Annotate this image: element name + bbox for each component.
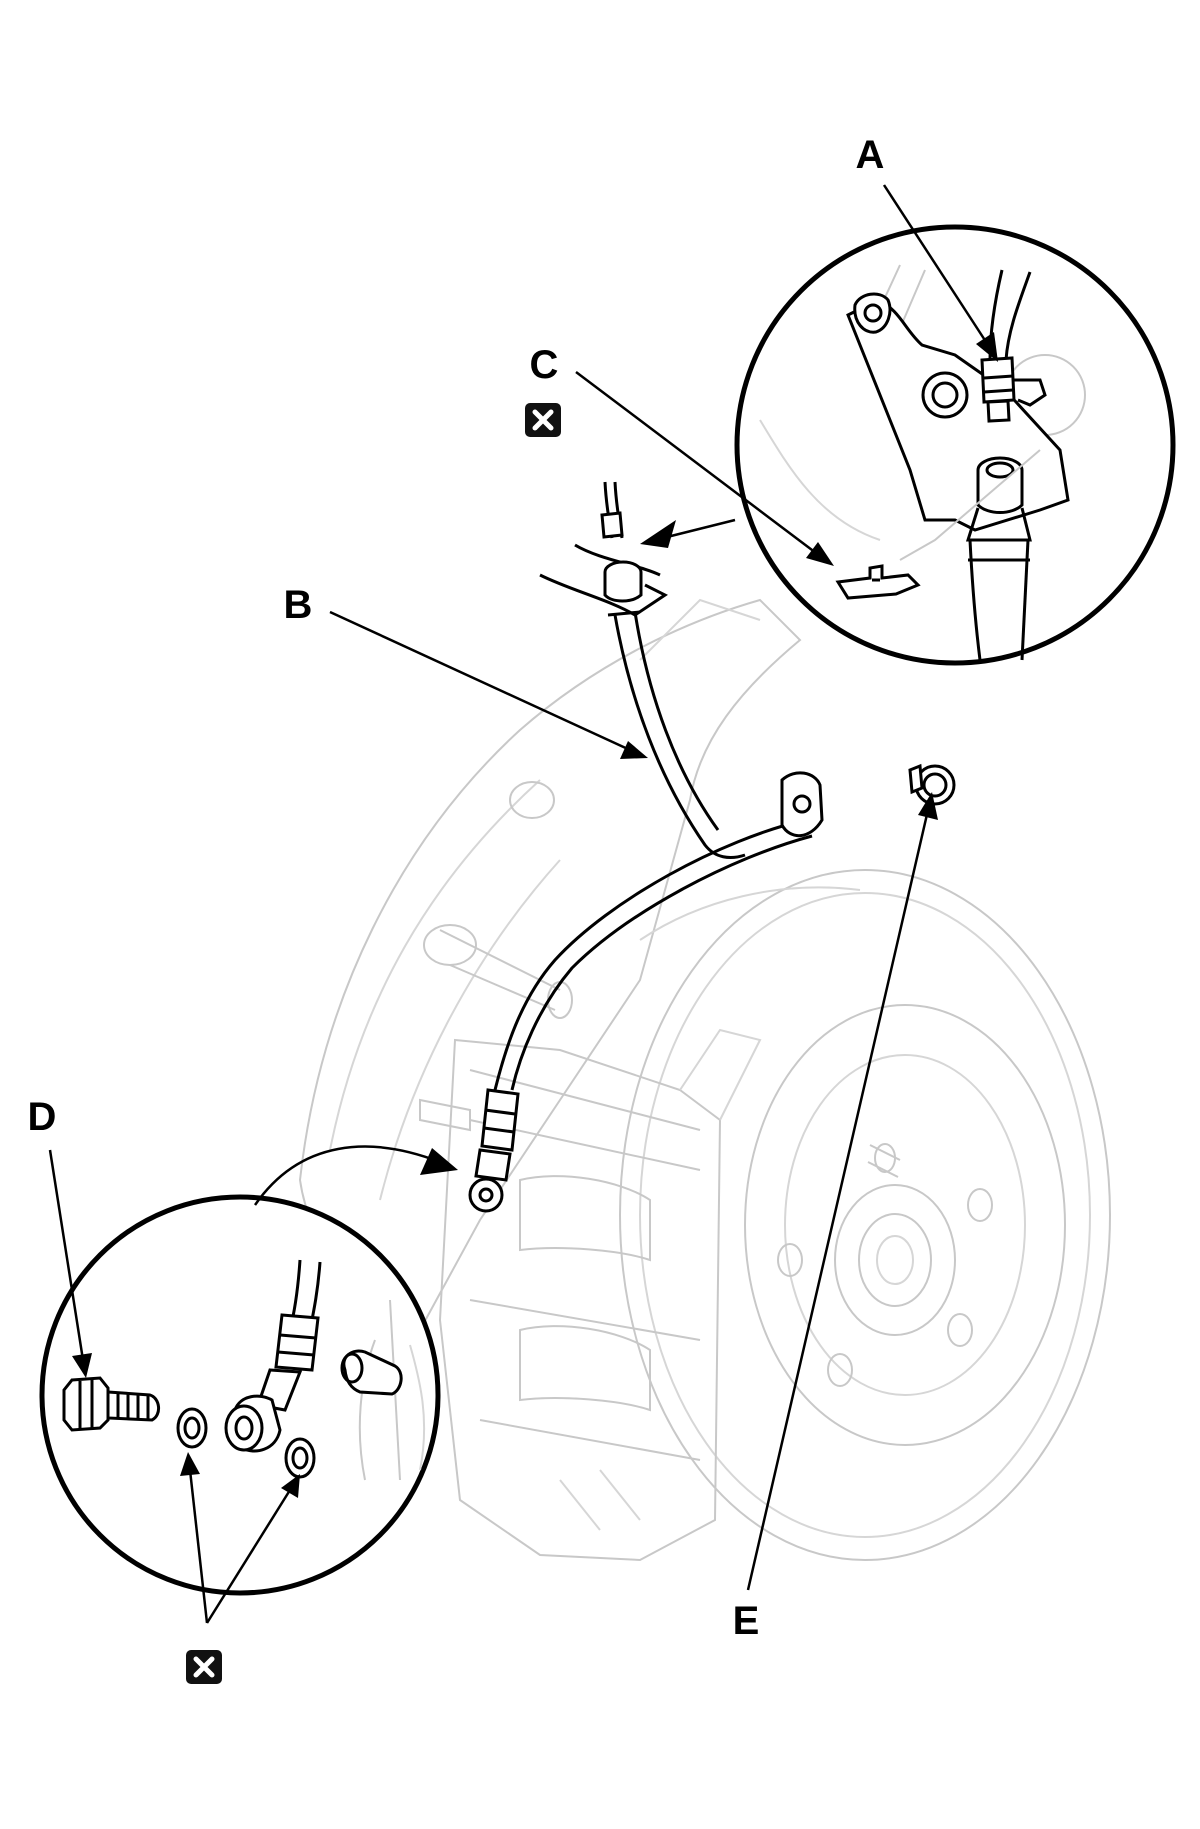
callout-E: E [733,1599,760,1643]
callout-D: D [28,1095,57,1139]
flange-bolt [908,763,956,806]
callout-labels: A B C D E [28,133,885,1643]
callout-B: B [284,583,313,627]
replace-part-icon [525,403,561,437]
knuckle-and-disc-ghost [298,598,1111,1561]
callout-C: C [530,343,559,387]
brake-hose [468,611,824,1213]
callout-A: A [856,133,885,177]
hose-upper-bracket [539,481,668,617]
brake-caliper [438,1028,762,1562]
detail-view-lower [39,1194,441,1596]
leader-lines [48,184,998,1624]
detail-pointer-upper [640,518,736,548]
replace-part-icon [186,1650,222,1684]
detail-pointer-lower [253,1145,458,1206]
detail-view-upper [734,224,1176,666]
